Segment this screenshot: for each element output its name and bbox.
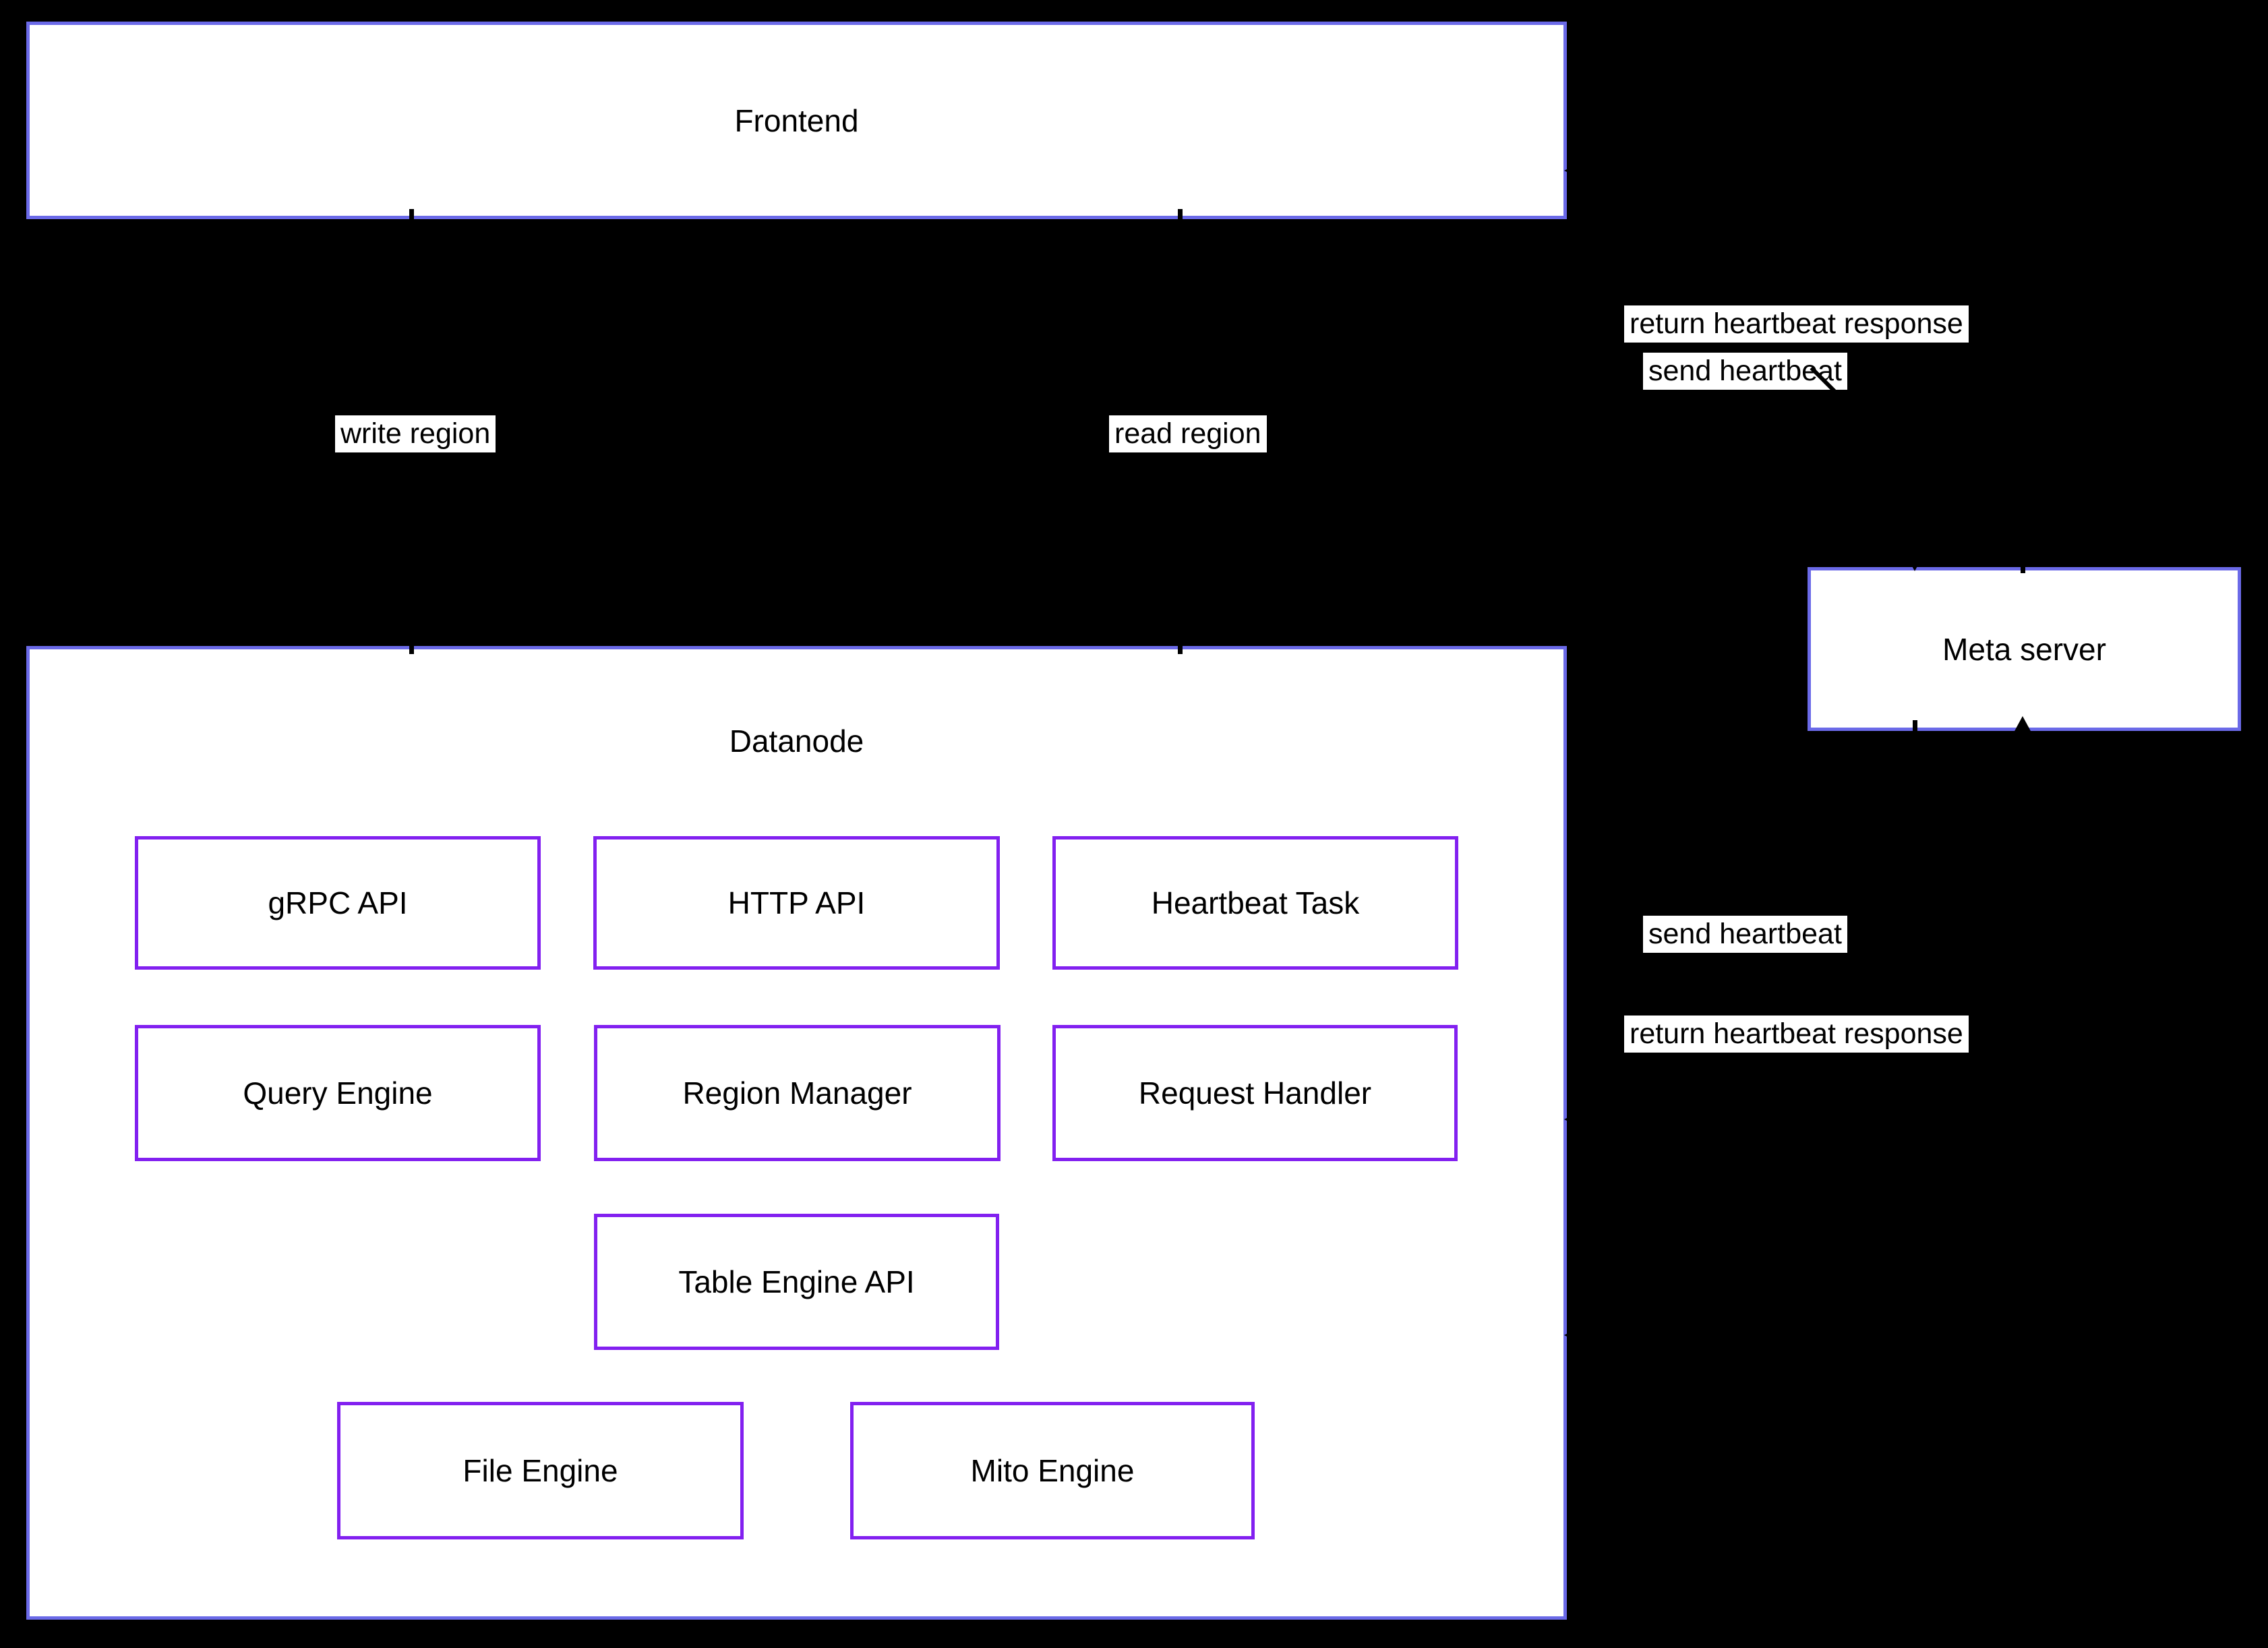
heartbeat-task-box: Heartbeat Task bbox=[1052, 836, 1458, 970]
read-region-arrow-start-stub bbox=[1178, 209, 1183, 224]
frontend-label: Frontend bbox=[734, 102, 859, 138]
datanode-send-heartbeat-start-stub bbox=[1564, 1113, 1578, 1126]
frontend-send-heartbeat-label: send heartbeat bbox=[1643, 353, 1847, 390]
read-region-arrowhead-icon bbox=[1178, 639, 1183, 654]
send-heartbeat-to-meta-arrowhead-icon bbox=[1906, 555, 1923, 571]
send-heartbeat-to-meta-bottom-arrowhead-icon bbox=[2014, 716, 2031, 732]
write-region-arrowhead-icon bbox=[409, 639, 414, 654]
meta-server-box: Meta server bbox=[1808, 567, 2241, 731]
query-engine-box: Query Engine bbox=[135, 1025, 541, 1161]
mito-engine-box: Mito Engine bbox=[850, 1402, 1255, 1539]
write-region-arrow-start-stub bbox=[409, 209, 414, 224]
meta-server-label: Meta server bbox=[1942, 631, 2106, 667]
datanode-send-heartbeat-label: send heartbeat bbox=[1643, 916, 1847, 953]
http-api-box: HTTP API bbox=[593, 836, 1000, 970]
file-engine-box: File Engine bbox=[337, 1402, 744, 1539]
return-heartbeat-from-meta-top-stub bbox=[2021, 558, 2025, 573]
write-region-label: write region bbox=[335, 415, 496, 452]
frontend-box: Frontend bbox=[26, 22, 1567, 219]
request-handler-box: Request Handler bbox=[1052, 1025, 1458, 1161]
frontend-return-heartbeat-label: return heartbeat response bbox=[1624, 305, 1969, 343]
grpc-api-box: gRPC API bbox=[135, 836, 541, 970]
region-manager-box: Region Manager bbox=[594, 1025, 1001, 1161]
return-heartbeat-to-frontend-arrowhead-icon bbox=[1564, 162, 1582, 179]
datanode-return-heartbeat-label: return heartbeat response bbox=[1624, 1016, 1969, 1053]
datanode-label: Datanode bbox=[729, 724, 864, 759]
return-heartbeat-from-meta-bottom-stub bbox=[1913, 720, 1917, 735]
read-region-label: read region bbox=[1109, 415, 1267, 452]
table-engine-api-box: Table Engine API bbox=[594, 1214, 999, 1350]
return-heartbeat-to-datanode-arrowhead-icon bbox=[1564, 1326, 1582, 1344]
